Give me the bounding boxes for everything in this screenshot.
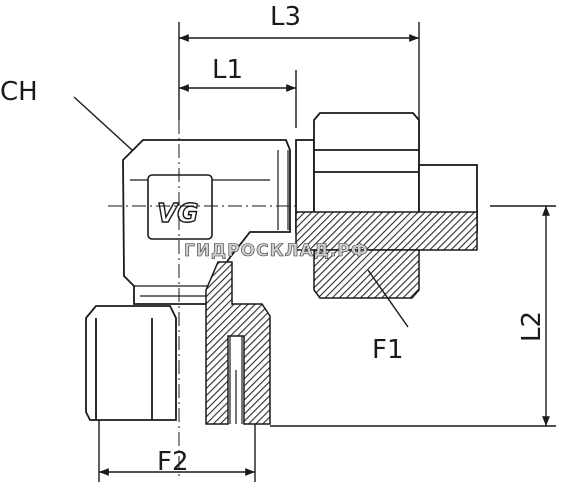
bottom-nut: [85, 305, 177, 421]
vg-logo: VG: [157, 199, 198, 229]
logo-plate: [147, 174, 213, 240]
dimension-l2: [270, 205, 556, 427]
centerlines: [108, 120, 300, 480]
leader-ch: [73, 96, 144, 161]
watermark: ГИДРОСКЛАД.РФ: [184, 241, 369, 261]
bottom-inner-lines: [229, 336, 243, 424]
bottom-section-hatch: [205, 261, 271, 425]
label-l2: L2: [517, 311, 547, 342]
dimension-f2: [98, 420, 256, 482]
leader-f1: [367, 269, 409, 328]
label-l3: L3: [270, 2, 301, 32]
label-f2: F2: [157, 447, 189, 477]
label-f1: F1: [372, 335, 404, 365]
label-ch: CH: [0, 77, 38, 107]
right-section-hatch: [295, 211, 478, 299]
dimension-l1: [179, 70, 297, 128]
label-l1: L1: [212, 55, 243, 85]
